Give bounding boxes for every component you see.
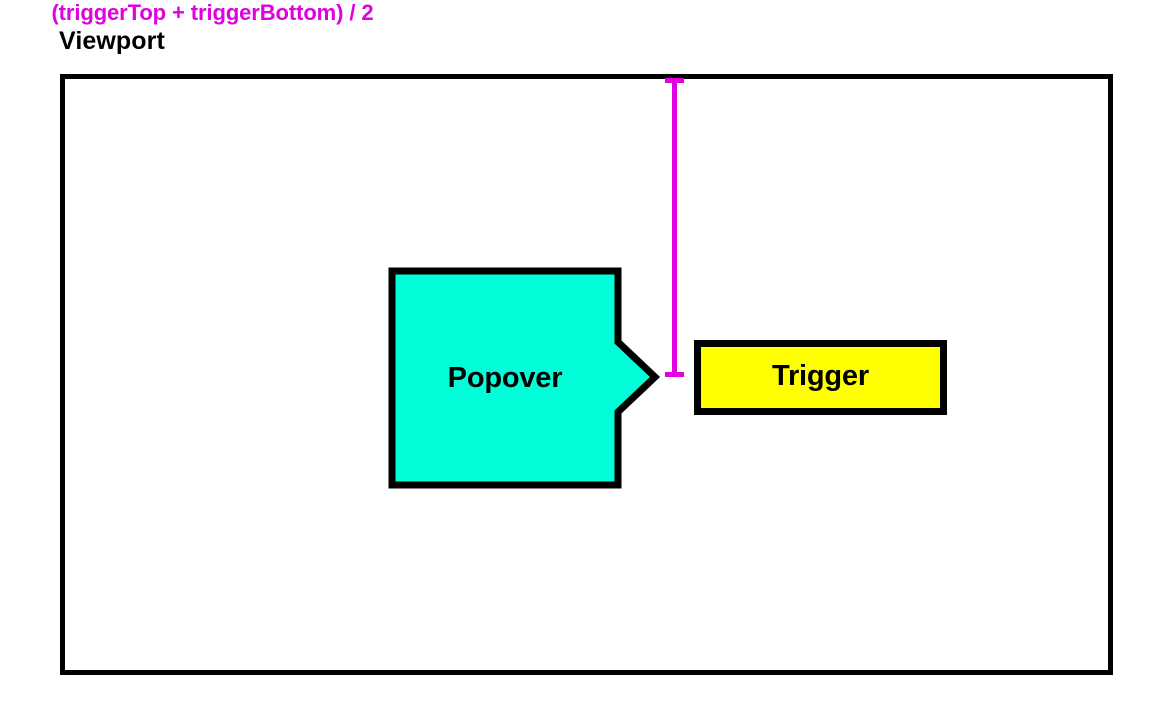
measurement-cap-bottom-icon [665,372,684,377]
popover-label: Popover [447,362,563,394]
viewport-title: Viewport [59,27,165,55]
popover-shape[interactable] [388,267,661,489]
measurement-cap-top-icon [665,78,684,83]
measurement-label: (triggerTop + triggerBottom) / 2 [51,0,374,25]
trigger-label: Trigger [772,360,869,392]
trigger-shape[interactable] [694,340,947,415]
measurement-line [672,78,677,377]
